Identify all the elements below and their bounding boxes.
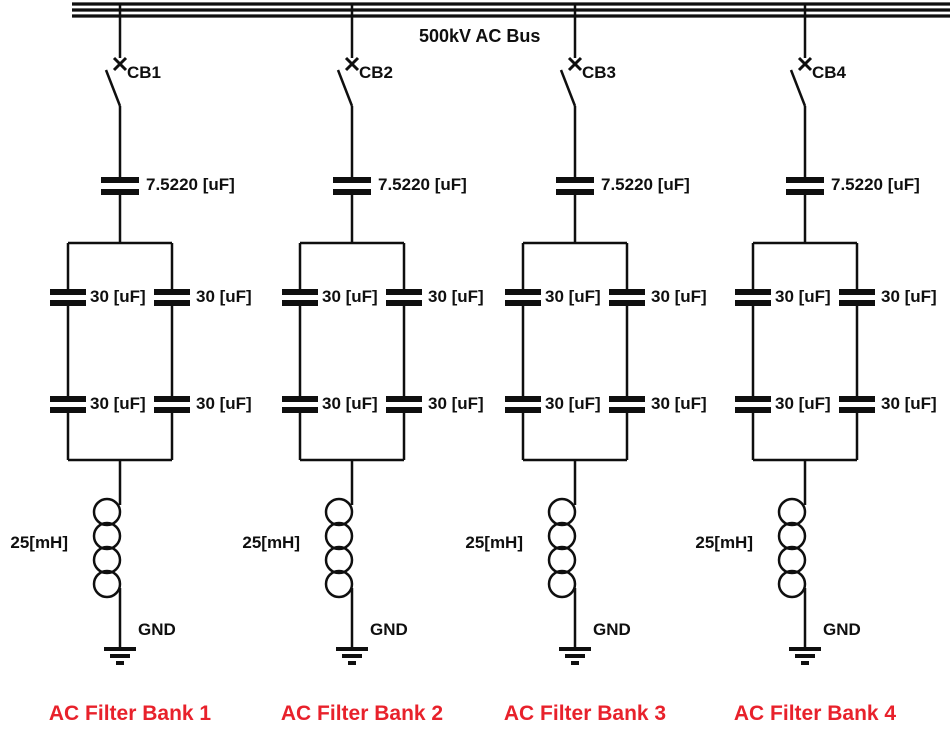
ground-label: GND: [138, 620, 176, 639]
filter-bank-1-labels: CB1 7.5220 [uF] 30 [uF] 30 [uF] 30 [uF] …: [0, 0, 251, 747]
shunt-capacitor-label: 30 [uF]: [775, 394, 831, 413]
shunt-capacitor-label: 30 [uF]: [545, 287, 601, 306]
ground-label: GND: [370, 620, 408, 639]
series-capacitor-label: 7.5220 [uF]: [601, 175, 690, 194]
filter-bank-2-labels: CB2 7.5220 [uF] 30 [uF] 30 [uF] 30 [uF] …: [232, 0, 483, 747]
bank-title: AC Filter Bank 3: [503, 702, 667, 725]
inductor-label: 25[mH]: [695, 533, 753, 552]
shunt-capacitor-label: 30 [uF]: [881, 394, 937, 413]
breaker-label: CB4: [812, 63, 847, 82]
inductor-label: 25[mH]: [10, 533, 68, 552]
shunt-capacitor-label: 30 [uF]: [322, 287, 378, 306]
bus-label: 500kV AC Bus: [419, 26, 541, 46]
shunt-capacitor-label: 30 [uF]: [196, 287, 252, 306]
breaker-label: CB3: [582, 63, 617, 82]
shunt-capacitor-label: 30 [uF]: [428, 287, 484, 306]
inductor-label: 25[mH]: [242, 533, 300, 552]
shunt-capacitor-label: 30 [uF]: [90, 394, 146, 413]
shunt-capacitor-label: 30 [uF]: [651, 394, 707, 413]
filter-bank-4-labels: CB4 7.5220 [uF] 30 [uF] 30 [uF] 30 [uF] …: [685, 0, 936, 747]
shunt-capacitor-label: 30 [uF]: [775, 287, 831, 306]
shunt-capacitor-label: 30 [uF]: [322, 394, 378, 413]
series-capacitor-label: 7.5220 [uF]: [146, 175, 235, 194]
shunt-capacitor-label: 30 [uF]: [428, 394, 484, 413]
shunt-capacitor-label: 30 [uF]: [651, 287, 707, 306]
shunt-capacitor-label: 30 [uF]: [881, 287, 937, 306]
breaker-label: CB2: [359, 63, 394, 82]
bank-title: AC Filter Bank 1: [48, 702, 212, 725]
ground-label: GND: [823, 620, 861, 639]
shunt-capacitor-label: 30 [uF]: [90, 287, 146, 306]
shunt-capacitor-label: 30 [uF]: [196, 394, 252, 413]
inductor-label: 25[mH]: [465, 533, 523, 552]
breaker-label: CB1: [127, 63, 162, 82]
bank-title: AC Filter Bank 2: [280, 702, 444, 725]
ground-label: GND: [593, 620, 631, 639]
ac-bus-bars: [72, 2, 950, 18]
shunt-capacitor-label: 30 [uF]: [545, 394, 601, 413]
series-capacitor-label: 7.5220 [uF]: [831, 175, 920, 194]
series-capacitor-label: 7.5220 [uF]: [378, 175, 467, 194]
bank-title: AC Filter Bank 4: [733, 702, 897, 725]
filter-bank-3-labels: CB3 7.5220 [uF] 30 [uF] 30 [uF] 30 [uF] …: [455, 0, 706, 747]
